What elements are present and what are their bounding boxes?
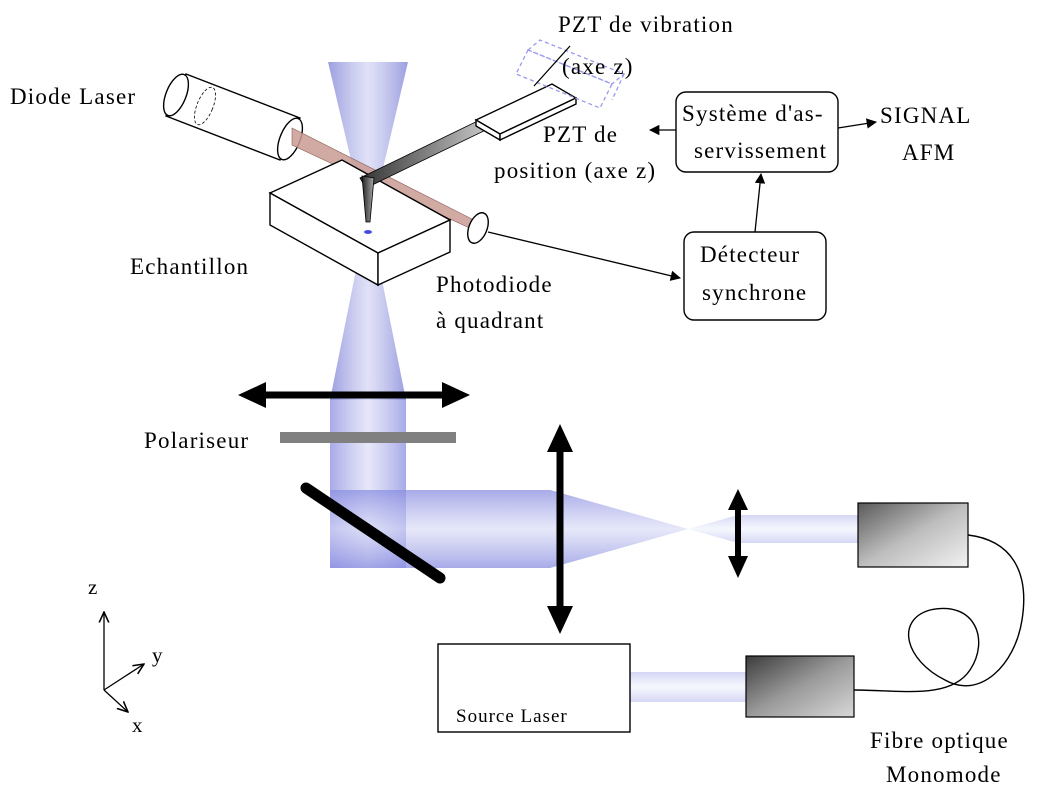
mirror (300, 482, 446, 584)
axis-x-label: x (132, 713, 143, 737)
photodiode-label-line1: Photodiode (436, 272, 553, 297)
detector-box-line1: Détecteur (700, 242, 800, 267)
servo-to-signal-arrow (837, 118, 878, 129)
pzt-vibration-label-line1: PZT de vibration (558, 12, 734, 37)
polarizer (280, 432, 456, 443)
coordinate-axes (104, 612, 144, 712)
beam-cone-top (328, 62, 408, 232)
fiber-collimator-bottom (745, 655, 855, 718)
servo-system-box (675, 91, 839, 173)
diode-laser (162, 73, 304, 161)
signal-afm-line1: SIGNAL (880, 103, 972, 128)
diode-laser-label: Diode Laser (10, 84, 136, 109)
photodiode-signal-line (487, 231, 682, 281)
axis-y-label: y (152, 643, 163, 667)
beam-diverging (688, 515, 738, 543)
beam-cone-bottom (330, 240, 406, 400)
optical-fiber (853, 534, 1025, 693)
pzt-vibration-block (515, 39, 626, 109)
afm-tip (361, 175, 375, 223)
echantillon-label: Echantillon (130, 254, 249, 279)
pzt-vibration-label-line2: (axe z) (562, 54, 634, 79)
pzt-vibration-leader (533, 45, 571, 87)
polariseur-label: Polariseur (144, 428, 249, 453)
detector-to-servo-arrow (754, 172, 766, 233)
fiber-collimator-top (857, 502, 969, 568)
axis-z-label: z (88, 575, 97, 599)
fibre-label-line1: Fibre optique (870, 728, 1009, 753)
beam-source (630, 672, 746, 702)
beam-to-fiber (738, 515, 858, 543)
servo-box-line1: Système d'as- (682, 101, 824, 126)
sample-block (268, 159, 452, 287)
pzt-position-label-line2: position (axe z) (494, 158, 656, 183)
beam-converging (550, 490, 688, 568)
detector-box-line2: synchrone (702, 280, 807, 305)
source-laser-label: Source Laser (456, 706, 568, 727)
signal-afm-line2: AFM (902, 140, 955, 165)
laser-source-box (437, 643, 631, 733)
lens-small (728, 489, 748, 578)
pzt-position-label-line1: PZT de (543, 122, 618, 147)
photodiode-label-line2: à quadrant (436, 308, 544, 333)
servo-box-line2: servissement (694, 138, 827, 163)
pzt-position-block (474, 83, 578, 142)
fibre-label-line2: Monomode (886, 762, 1002, 786)
photodiode (467, 212, 489, 244)
polarization-arrow (238, 382, 470, 408)
lens-large (547, 424, 573, 634)
